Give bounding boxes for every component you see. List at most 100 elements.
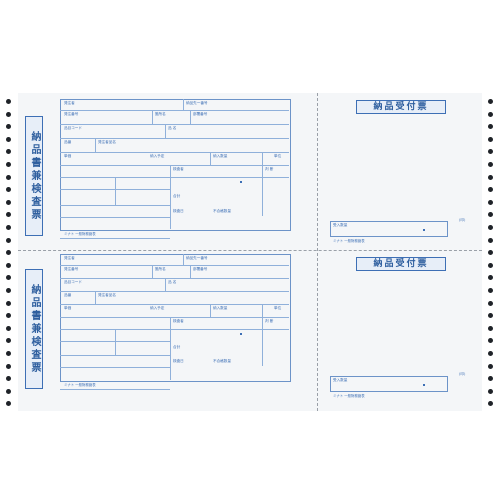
tractor-feed-hole — [488, 313, 493, 319]
tractor-feed-hole — [488, 300, 493, 306]
label-r5d: 単位 — [274, 154, 282, 158]
form-grid — [60, 254, 291, 382]
label-r4b: 発注者品名 — [98, 293, 116, 297]
tractor-feed-hole — [488, 124, 493, 130]
label-r2c: 部署番号 — [193, 267, 208, 271]
receipt-title: 納品受付票 — [356, 257, 446, 271]
tractor-feed-hole — [6, 225, 11, 230]
tractor-feed-hole — [6, 275, 11, 281]
tractor-feed-hole — [6, 388, 11, 394]
tractor-feed-hole — [6, 212, 11, 218]
right-tractor-strip — [482, 93, 500, 411]
tractor-feed-hole — [488, 363, 493, 369]
tractor-feed-hole — [6, 288, 11, 293]
label-r4b: 発注者品名 — [98, 140, 116, 144]
left-tractor-strip — [0, 93, 18, 411]
receipt-footer: ミナト 一般財務諸表 — [333, 394, 365, 398]
tractor-feed-hole — [488, 351, 493, 356]
tractor-feed-hole — [6, 338, 11, 344]
receipt-qty: 受入数量 — [333, 378, 348, 382]
tractor-feed-hole — [488, 149, 493, 155]
label-r4a: 品番 — [64, 140, 72, 144]
label-r3b: 品 名 — [168, 280, 177, 284]
horizontal-perforation — [18, 250, 482, 251]
label-r7a: 検査日 — [173, 359, 184, 363]
tractor-feed-hole — [488, 262, 493, 268]
tractor-feed-hole — [6, 250, 11, 256]
label-r2a: 発注番号 — [64, 267, 79, 271]
receipt-qty-box — [330, 221, 448, 237]
label-r1a: 発注者 — [64, 256, 75, 260]
tractor-feed-hole — [488, 225, 493, 230]
label-r6a: 検査者 — [173, 167, 184, 171]
form-footer: ミナト 一般財務諸表 — [64, 383, 96, 387]
label-r5a: 単価 — [64, 154, 72, 158]
tractor-feed-hole — [6, 199, 11, 205]
label-r5a: 単価 — [64, 306, 72, 310]
label-r6b: 判 断 — [265, 167, 274, 171]
tractor-feed-hole — [488, 388, 493, 394]
vertical-perforation — [317, 93, 318, 411]
tractor-feed-hole — [6, 99, 11, 104]
tractor-feed-hole — [6, 262, 11, 268]
tractor-feed-hole — [6, 351, 11, 356]
form-title: 納品書兼検査票 — [25, 116, 43, 236]
label-r7b: 不合格数量 — [213, 359, 231, 363]
label-r6b: 判 断 — [265, 319, 274, 323]
receipt-sign: (印) — [459, 218, 466, 222]
tractor-feed-hole — [6, 237, 11, 243]
tractor-feed-hole — [6, 174, 11, 180]
receipt-footer: ミナト 一般財務諸表 — [333, 239, 365, 243]
label-r5c: 納入数量 — [213, 306, 228, 310]
receipt-qty-box — [330, 376, 448, 392]
label-r1b: 納品先ー番号 — [186, 101, 208, 105]
tractor-feed-hole — [6, 187, 11, 193]
tractor-feed-hole — [488, 99, 493, 104]
label-r1a: 発注者 — [64, 101, 75, 105]
label-r6c: 合計 — [173, 345, 181, 349]
receipt-title: 納品受付票 — [356, 100, 446, 114]
tractor-feed-hole — [488, 338, 493, 344]
label-r5b: 納入予定 — [150, 154, 165, 158]
tractor-feed-hole — [488, 275, 493, 281]
tractor-feed-hole — [488, 162, 493, 167]
label-r2b: 箇所名 — [155, 112, 166, 116]
tractor-feed-hole — [6, 124, 11, 130]
label-r2c: 部署番号 — [193, 112, 208, 116]
label-r6c: 合計 — [173, 194, 181, 198]
tractor-feed-hole — [488, 199, 493, 205]
label-r7a: 検査日 — [173, 209, 184, 213]
tractor-feed-hole — [6, 111, 11, 117]
label-r5b: 納入予定 — [150, 306, 165, 310]
tractor-feed-hole — [6, 376, 11, 382]
tractor-feed-hole — [6, 363, 11, 369]
tractor-feed-hole — [6, 325, 11, 331]
label-r7b: 不合格数量 — [213, 209, 231, 213]
tractor-feed-hole — [6, 313, 11, 319]
receipt-qty: 受入数量 — [333, 223, 348, 227]
tractor-feed-hole — [488, 111, 493, 117]
tractor-feed-hole — [488, 250, 493, 256]
label-r5d: 単位 — [274, 306, 282, 310]
label-r2a: 発注番号 — [64, 112, 79, 116]
tractor-feed-hole — [488, 376, 493, 382]
tractor-feed-hole — [488, 136, 493, 142]
form-title: 納品書兼検査票 — [25, 269, 43, 389]
tractor-feed-hole — [6, 149, 11, 155]
tractor-feed-hole — [488, 288, 493, 293]
label-r2b: 箇所名 — [155, 267, 166, 271]
label-r6a: 検査者 — [173, 319, 184, 323]
tractor-feed-hole — [488, 237, 493, 243]
continuous-form-sheet: 納品書兼検査票 発注者 納品先ー番号 発注番号 箇所名 部署番号 品目コード 品… — [0, 93, 500, 411]
form-footer: ミナト 一般財務諸表 — [64, 232, 96, 236]
label-r3a: 品目コード — [64, 126, 82, 130]
label-r3b: 品 名 — [168, 126, 177, 130]
tractor-feed-hole — [6, 300, 11, 306]
label-r4a: 品番 — [64, 293, 72, 297]
tractor-feed-hole — [488, 401, 493, 407]
label-r1b: 納品先ー番号 — [186, 256, 208, 260]
tractor-feed-hole — [488, 174, 493, 180]
tractor-feed-hole — [488, 187, 493, 193]
tractor-feed-hole — [6, 401, 11, 407]
receipt-sign: (印) — [459, 372, 466, 376]
